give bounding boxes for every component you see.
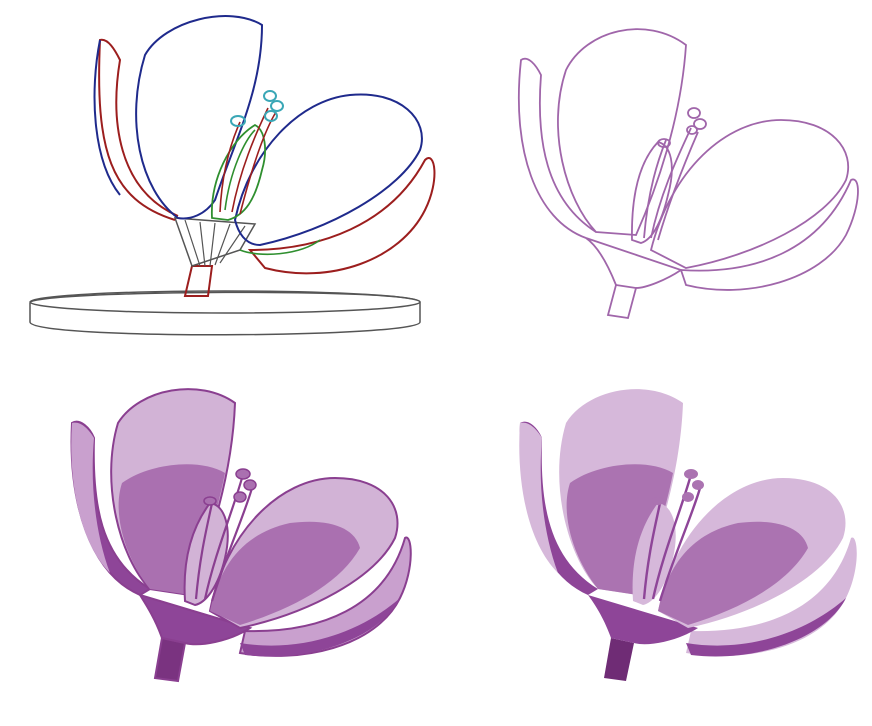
flower-filled-outlined <box>70 388 412 683</box>
display-base-top <box>29 290 421 314</box>
right-sepal <box>679 178 859 291</box>
right-petal <box>233 93 423 247</box>
stem <box>183 265 214 297</box>
flower-outline-purple <box>517 28 859 320</box>
left-sepal-light <box>71 422 110 573</box>
pistil <box>183 501 229 607</box>
receptacle <box>585 237 684 289</box>
receptacle-ribs <box>184 219 246 267</box>
right-petal <box>649 119 849 269</box>
inner-pistil-curve <box>224 129 321 256</box>
left-sepal <box>517 57 597 239</box>
receptacle <box>137 593 253 646</box>
anther-1 <box>230 115 246 127</box>
stamen-filaments <box>219 107 277 215</box>
anther-3 <box>243 479 257 491</box>
left-sepal-inner <box>93 39 121 196</box>
right-petal-shade <box>210 521 360 625</box>
anther-2 <box>235 468 251 480</box>
anther-1 <box>657 138 671 148</box>
panel-filled-no-outline <box>436 363 872 726</box>
panel-line-drawing-colored <box>0 0 436 363</box>
pistil <box>631 141 673 244</box>
anther-3 <box>693 118 707 130</box>
stem <box>606 283 638 320</box>
back-petal <box>557 28 687 236</box>
pistil <box>632 503 676 605</box>
anther-3 <box>270 100 284 112</box>
panel-purple-outline <box>436 0 872 363</box>
anther-1 <box>203 496 217 506</box>
right-sepal-dark <box>240 598 400 657</box>
anther-2 <box>263 90 277 102</box>
anther-1 <box>652 497 664 505</box>
receptacle-base <box>173 217 257 267</box>
anther-4 <box>686 125 698 135</box>
display-base-disk <box>29 291 421 336</box>
left-sepal-light <box>519 422 558 573</box>
back-petal <box>135 15 264 220</box>
anther-2 <box>684 469 698 479</box>
flower-filled-no-outline <box>519 389 857 681</box>
panel-filled-outlined <box>0 363 436 726</box>
stem <box>153 636 187 683</box>
right-sepal <box>247 157 436 275</box>
anther-2 <box>687 107 701 119</box>
stamen-filaments <box>194 477 254 602</box>
anther-4 <box>682 492 694 502</box>
stamen-filaments <box>642 477 702 602</box>
right-petal-shade <box>658 521 808 625</box>
left-sepal <box>98 38 179 221</box>
receptacle <box>588 595 698 645</box>
anther-3 <box>692 480 704 490</box>
right-sepal-dark <box>686 598 846 657</box>
flower-line-drawing-colored <box>29 15 436 336</box>
anther-4 <box>264 110 278 122</box>
stem <box>604 638 634 681</box>
anther-4 <box>233 491 247 503</box>
